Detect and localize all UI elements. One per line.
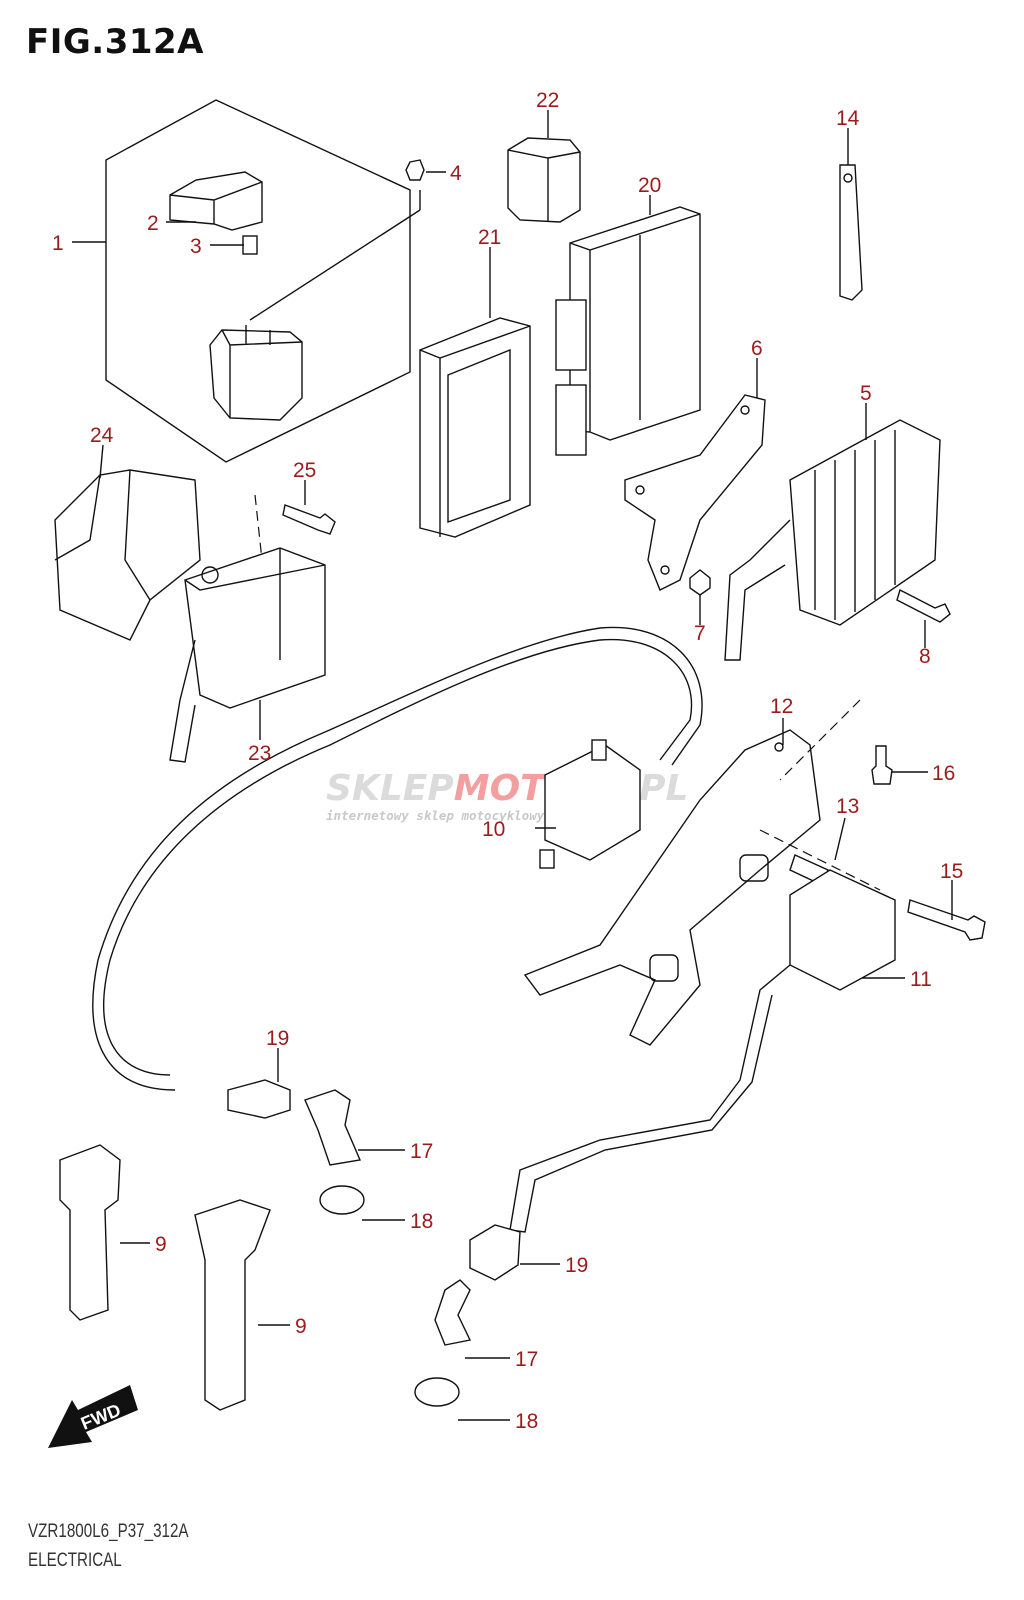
callout-1: 1: [52, 232, 64, 255]
callout-14: 14: [836, 107, 860, 130]
callout-13: 13: [836, 795, 859, 818]
part-9-coil-upper: [59, 1144, 121, 1321]
part-18-seal-upper: [319, 1185, 365, 1215]
part-18-seal-lower: [414, 1377, 460, 1407]
part-17-plug-cap-upper: [304, 1089, 361, 1166]
callout-18a: 18: [410, 1210, 433, 1233]
watermark-brand-grey: SKLEP: [326, 768, 454, 809]
callout-15: 15: [940, 860, 963, 883]
part-9-coil-lower: [194, 1199, 271, 1411]
part-22-relay: [507, 137, 581, 223]
callout-18b: 18: [515, 1410, 538, 1433]
callout-21: 21: [478, 226, 501, 249]
fwd-arrow: FWD: [48, 1385, 138, 1448]
leader-lines: [72, 110, 953, 1421]
callout-16: 16: [932, 762, 955, 785]
callout-20: 20: [638, 174, 661, 197]
part-1-starter-relay: [209, 325, 303, 421]
callout-9a: 9: [155, 1233, 167, 1256]
callout-labels: 1 2 3 4 5 6 7 8 9 9 10 11 12 13 14 15 16…: [52, 89, 963, 1433]
callout-19a: 19: [266, 1027, 289, 1050]
figure-code: VZR1800L6_P37_312A: [28, 1521, 189, 1542]
part-12-coil-bracket: [523, 729, 821, 1046]
callout-19b: 19: [565, 1254, 588, 1277]
callout-24: 24: [90, 424, 114, 447]
callout-10: 10: [482, 818, 505, 841]
part-11-ignition-coil: [509, 869, 896, 1233]
part-6-bracket: [624, 394, 766, 591]
callout-7: 7: [694, 622, 706, 645]
part-16-bolt: [871, 745, 893, 785]
callout-2: 2: [147, 212, 159, 235]
part-20-ecm: [555, 206, 701, 456]
part-19-cap-upper: [227, 1079, 291, 1119]
callout-5: 5: [860, 382, 872, 405]
part-2-relay-cover: [169, 171, 263, 231]
part-3-fuse: [242, 235, 258, 255]
callout-23: 23: [248, 742, 271, 765]
part-23-module: [169, 547, 326, 763]
part-8-bolt: [896, 588, 951, 623]
figure-title: FIG.312A: [26, 22, 204, 62]
callout-4: 4: [450, 162, 462, 185]
part-4-screw: [249, 159, 425, 321]
callout-8: 8: [919, 645, 931, 668]
callout-6: 6: [751, 337, 763, 360]
part-19-cap-lower: [469, 1224, 521, 1281]
callout-11: 11: [910, 968, 932, 991]
callout-22: 22: [536, 89, 559, 112]
high-tension-cable: [92, 626, 703, 1091]
part-15-bolt: [907, 899, 986, 941]
part-24-holder: [54, 469, 201, 641]
watermark-tagline: internetowy sklep motocyklowy: [326, 808, 545, 823]
part-14-band: [839, 164, 863, 301]
callout-9b: 9: [295, 1315, 307, 1338]
callout-17a: 17: [410, 1140, 433, 1163]
part-21-ecm-case: [419, 317, 531, 538]
part-17-plug-cap-lower: [434, 1279, 472, 1346]
callout-3: 3: [190, 235, 202, 258]
callout-12: 12: [770, 695, 793, 718]
part-10-ignition-coil: [539, 739, 641, 869]
callout-25: 25: [293, 459, 316, 482]
part-5-regulator: [724, 419, 941, 661]
part-7-bolt: [689, 569, 711, 596]
assembly-outline-1: [105, 99, 411, 463]
figure-name: ELECTRICAL: [28, 1550, 122, 1571]
part-25-bolt: [254, 494, 336, 561]
callout-17b: 17: [515, 1348, 538, 1371]
